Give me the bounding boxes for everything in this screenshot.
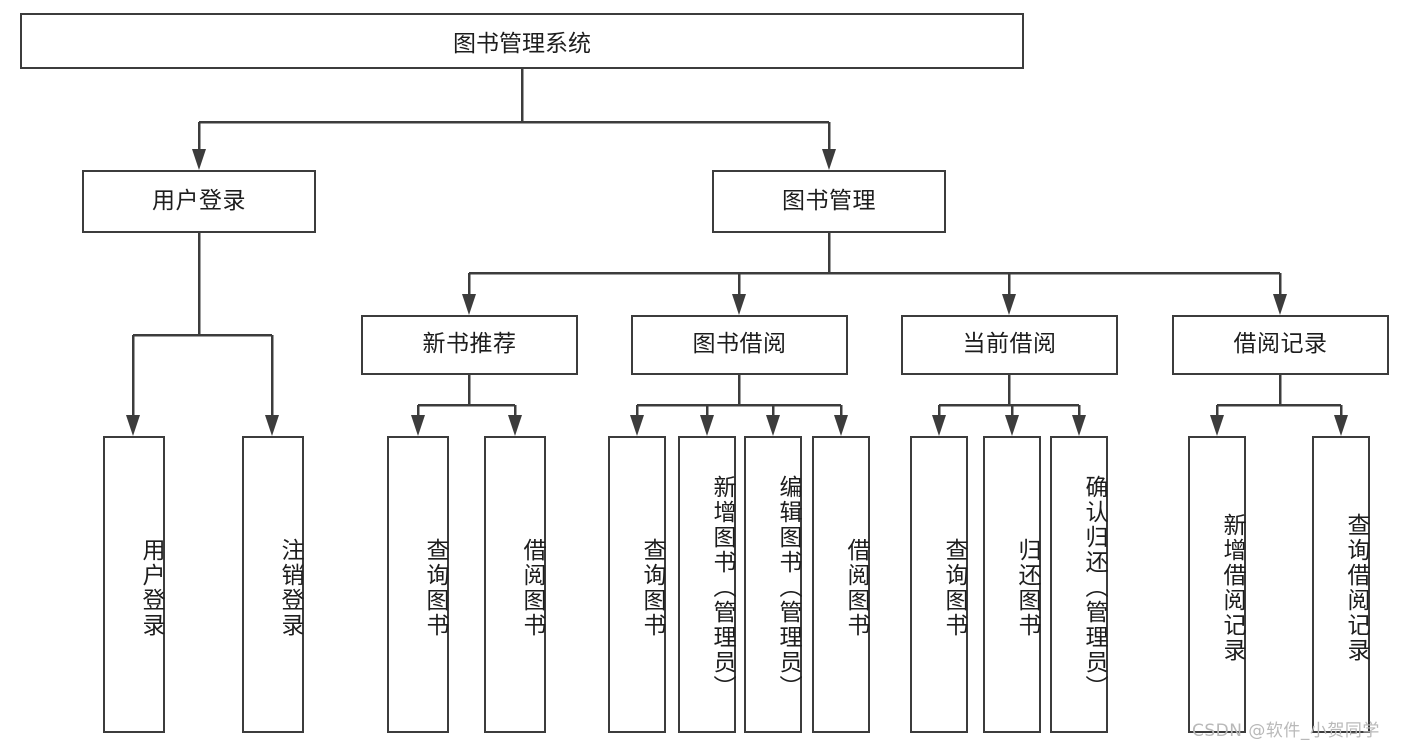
node-level3-0[interactable]: 新书推荐	[361, 315, 578, 375]
node-leaf-9[interactable]: 归还图书	[983, 436, 1041, 733]
node-level3-1[interactable]: 图书借阅	[631, 315, 848, 375]
node-leaf-5[interactable]: 新增图书（管理员）	[678, 436, 736, 733]
node-label: 查询图书	[422, 537, 448, 638]
node-level2-1[interactable]: 图书管理	[712, 170, 946, 233]
node-label: 借阅图书	[519, 537, 545, 638]
node-label: 注销登录	[277, 537, 303, 638]
node-level3-2[interactable]: 当前借阅	[901, 315, 1118, 375]
node-leaf-7[interactable]: 借阅图书	[812, 436, 870, 733]
node-leaf-0[interactable]: 用户登录	[103, 436, 165, 733]
node-level3-3[interactable]: 借阅记录	[1172, 315, 1389, 375]
node-label: 查询图书	[639, 537, 665, 638]
node-level2-0[interactable]: 用户登录	[82, 170, 316, 233]
node-label: 查询借阅记录	[1343, 512, 1369, 663]
node-leaf-6[interactable]: 编辑图书（管理员）	[744, 436, 802, 733]
watermark-text: CSDN @软件_小贺同学	[1192, 721, 1380, 741]
node-label: 图书借阅	[692, 331, 787, 358]
node-leaf-12[interactable]: 查询借阅记录	[1312, 436, 1370, 733]
node-leaf-8[interactable]: 查询图书	[910, 436, 968, 733]
node-label: 新增图书（管理员）	[709, 475, 735, 700]
node-label: 新增借阅记录	[1219, 512, 1245, 663]
node-label: 归还图书	[1014, 537, 1040, 638]
node-root-图书管理系统[interactable]: 图书管理系统	[20, 13, 1024, 69]
node-leaf-4[interactable]: 查询图书	[608, 436, 666, 733]
node-label: 编辑图书（管理员）	[775, 475, 801, 700]
node-label: 图书管理系统	[453, 31, 591, 57]
node-label: 借阅图书	[843, 537, 869, 638]
node-leaf-10[interactable]: 确认归还（管理员）	[1050, 436, 1108, 733]
node-leaf-2[interactable]: 查询图书	[387, 436, 449, 733]
node-label: 用户登录	[138, 537, 164, 638]
node-leaf-3[interactable]: 借阅图书	[484, 436, 546, 733]
node-label: 确认归还（管理员）	[1081, 475, 1107, 700]
node-label: 图书管理	[782, 187, 876, 214]
node-leaf-1[interactable]: 注销登录	[242, 436, 304, 733]
node-label: 新书推荐	[422, 331, 517, 358]
node-label: 当前借阅	[962, 331, 1057, 358]
node-label: 借阅记录	[1233, 331, 1328, 358]
node-label: 查询图书	[941, 537, 967, 638]
node-label: 用户登录	[152, 187, 246, 214]
node-leaf-11[interactable]: 新增借阅记录	[1188, 436, 1246, 733]
